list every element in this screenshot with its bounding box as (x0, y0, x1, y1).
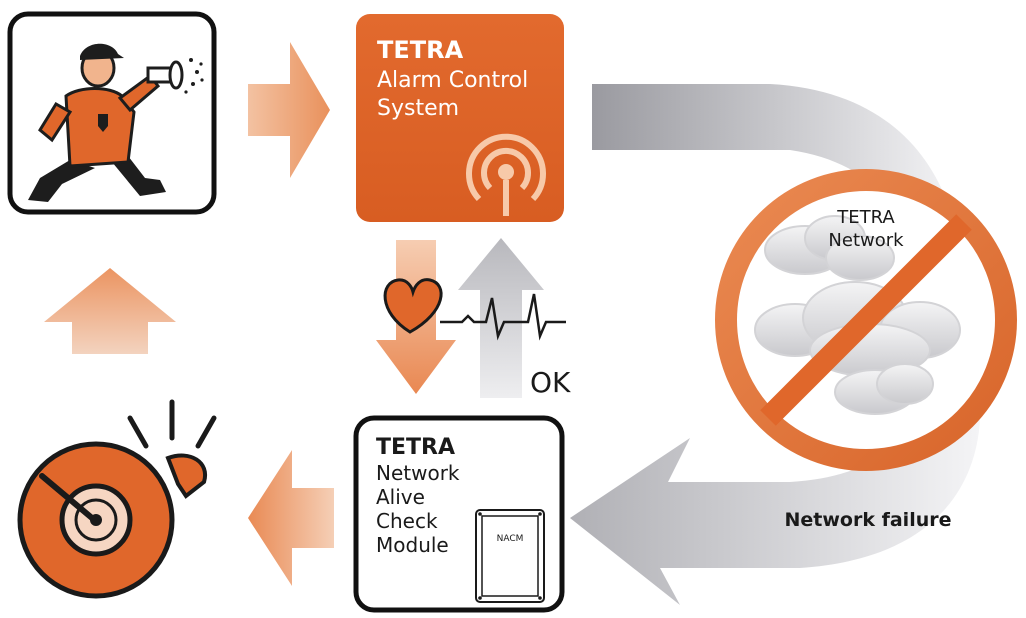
arrow-to-alarm-bell (248, 450, 334, 586)
network-label-line2: Network (828, 230, 904, 251)
alarm-bell-icon (17, 399, 217, 599)
network-failure-sign: TETRA Network (715, 169, 1017, 471)
nacm-line-network: Network (376, 461, 460, 485)
nacm-line-check: Check (376, 509, 438, 533)
antenna-signal-icon (466, 133, 546, 216)
nacm-device-label: NACM (497, 534, 524, 544)
guard-panel (7, 11, 217, 215)
heartbeat-signal: OK (383, 278, 571, 399)
arrow-to-guard (44, 268, 176, 354)
nacm-line-alive: Alive (376, 485, 425, 509)
no-entry-icon (715, 169, 1017, 471)
alarm-title-line1: Alarm Control (377, 68, 528, 93)
arrow-to-alarm-system (248, 42, 330, 178)
alarm-brand: TETRA (377, 36, 464, 64)
ecg-line (440, 293, 566, 341)
guard-with-flashlight-icon (28, 43, 204, 202)
ok-up-arrow (458, 238, 544, 398)
nacm-brand: TETRA (376, 435, 455, 460)
network-failure-label: Network failure (785, 509, 952, 531)
network-path-arrow-top (592, 84, 960, 250)
alarm-control-system-panel: TETRA Alarm Control System (356, 14, 564, 222)
ok-status-text: OK (530, 366, 571, 399)
nacm-line-module: Module (376, 533, 449, 557)
cloud-icon (754, 215, 961, 415)
nacm-device-icon: NACM (475, 509, 545, 603)
network-label-line1: TETRA (836, 207, 895, 228)
alarm-title-line2: System (377, 96, 459, 121)
nacm-panel: TETRA Network Alive Check Module NACM (353, 415, 565, 613)
heart-icon (383, 278, 443, 334)
